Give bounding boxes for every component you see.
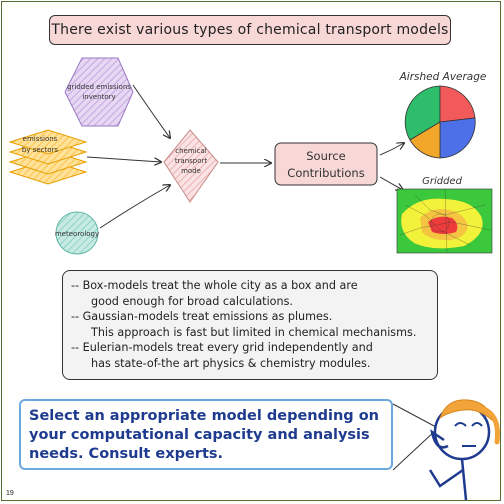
ctm-label-1: chemical [175,147,206,155]
note-eulerian-model: -- Eulerian-models treat every grid inde… [71,341,373,354]
callout-line-2: your computational capacity and analysis [29,427,370,443]
gridded-map-image [396,188,493,254]
arrow-emissions-to-ctm [86,156,161,162]
source-contributions-node: Source Contributions [274,142,378,186]
callout-line-3: needs. Consult experts. [29,446,224,462]
model-types-notes: -- Box-models treat the whole city as a … [62,270,438,380]
stick-figure-illustration [392,399,500,501]
emissions-label-2: by sectors [22,146,59,154]
ctm-node: chemical transport mode [163,129,219,203]
airshed-average-label: Airshed Average [399,71,487,83]
source-label-2: Contributions [287,166,364,180]
slide-title: There exist various types of chemical tr… [49,15,451,45]
airshed-pie-chart [404,85,476,159]
callout-line-1: Select an appropriate model depending on [29,408,380,424]
note-eulerian-model-cont: has state-of-the art physics & chemistry… [91,356,371,370]
arrow-gridded-to-ctm [132,84,170,138]
pie-slice-orange [409,121,441,159]
note-box-model-cont: good enough for broad calculations. [91,294,293,308]
arrow-source-to-map [379,176,403,190]
arrow-source-to-pie [379,143,404,156]
source-label-1: Source [306,149,346,163]
emissions-by-sectors-node: emissions by sectors [8,129,88,185]
note-gaussian-model: -- Gaussian-models treat emissions as pl… [71,310,333,323]
ctm-label-3: mode [181,167,201,175]
gridded-emissions-label-1: gridded emissions [67,83,131,91]
advice-callout: Select an appropriate model depending on… [19,399,393,470]
note-box-model: -- Box-models treat the whole city as a … [71,279,358,292]
emissions-label-1: emissions [23,135,58,143]
pie-slice-red [439,85,476,123]
note-gaussian-model-cont: This approach is fast but limited in che… [91,325,417,339]
gridded-label: Gridded [422,176,462,187]
gridded-emissions-label-2: inventory [82,93,115,101]
meteorology-label: meteorology [55,230,99,238]
page-number: 19 [6,490,14,497]
ctm-label-2: transport [175,157,208,165]
pie-slice-blue [439,117,476,159]
pie-slice-green [404,85,441,141]
arrow-meteorology-to-ctm [99,185,170,229]
meteorology-node: meteorology [55,211,99,255]
gridded-emissions-node: gridded emissions inventory [64,57,134,127]
